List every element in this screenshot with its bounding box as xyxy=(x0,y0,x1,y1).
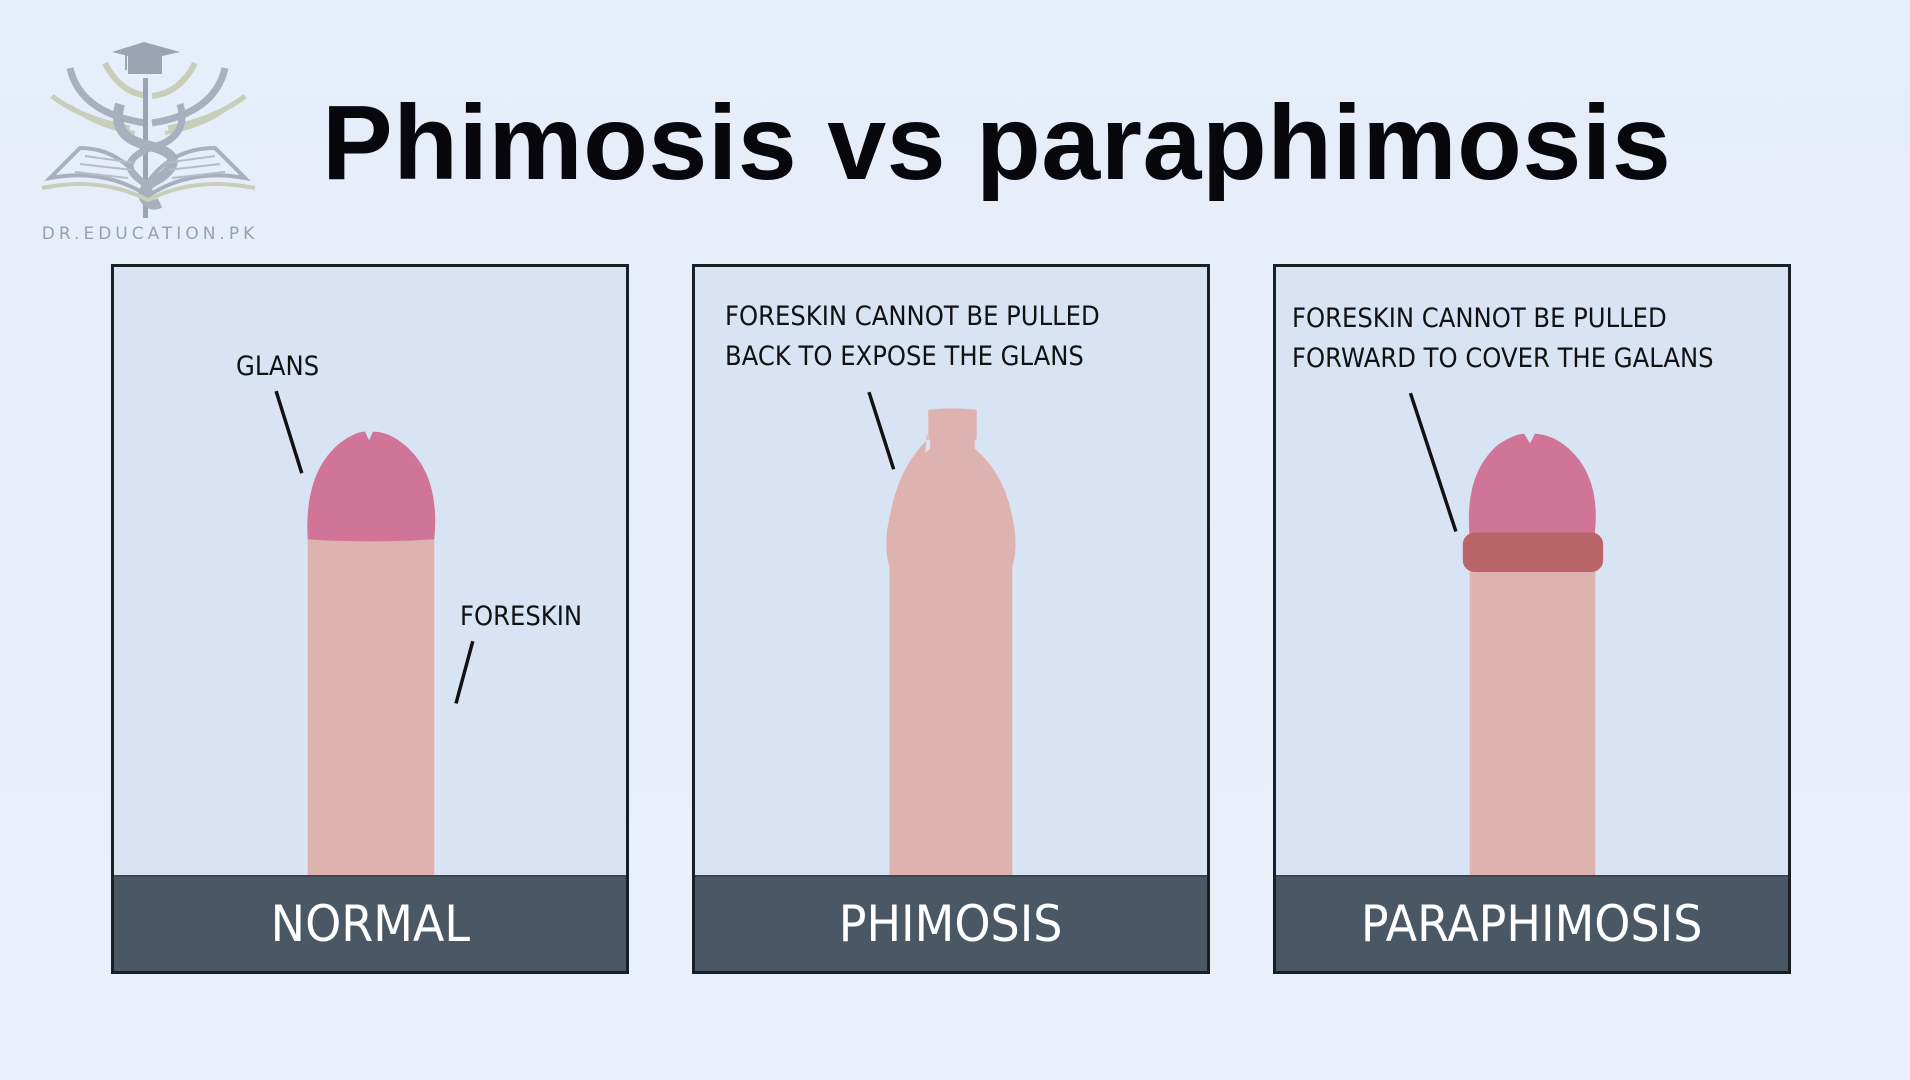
caption-bar: NORMAL xyxy=(114,875,626,971)
brand-logo: DR.EDUCATION.PK xyxy=(40,38,260,248)
caption-bar: PARAPHIMOSIS xyxy=(1276,875,1788,971)
caption-phimosis: PHIMOSIS xyxy=(839,895,1063,953)
paraphimosis-illustration xyxy=(1408,392,1604,880)
phimosis-note-line-2: BACK TO EXPOSE THE GLANS xyxy=(725,341,1084,372)
caption-paraphimosis: PARAPHIMOSIS xyxy=(1361,895,1703,953)
paraphimosis-note-line-1: FORESKIN CANNOT BE PULLED xyxy=(1292,303,1667,334)
panel-phimosis: FORESKIN CANNOT BE PULLED BACK TO EXPOSE… xyxy=(692,264,1210,974)
phimosis-note-line-1: FORESKIN CANNOT BE PULLED xyxy=(725,301,1100,332)
caduceus-graduation-cap-book-icon xyxy=(41,42,256,218)
caption-bar: PHIMOSIS xyxy=(695,875,1207,971)
paraphimosis-note: FORESKIN CANNOT BE PULLED FORWARD TO COV… xyxy=(1292,299,1714,379)
phimosis-pointer-line xyxy=(867,391,896,470)
panel-normal: GLANS FORESKIN NORMAL xyxy=(111,264,629,974)
page-title: Phimosis vs paraphimosis xyxy=(322,84,1672,202)
foreskin-pointer-line xyxy=(454,640,475,704)
glans-pointer-line xyxy=(274,390,304,474)
constriction-ring xyxy=(1462,532,1604,573)
glans-shape xyxy=(1468,433,1596,538)
phimosis-illustration xyxy=(867,391,1016,880)
brand-name: DR.EDUCATION.PK xyxy=(41,224,259,244)
glans-shape xyxy=(307,431,436,542)
label-glans: GLANS xyxy=(236,351,320,382)
label-foreskin: FORESKIN xyxy=(460,601,583,632)
paraphimosis-pointer-line xyxy=(1408,392,1458,533)
paraphimosis-note-line-2: FORWARD TO COVER THE GALANS xyxy=(1292,343,1714,374)
normal-illustration xyxy=(274,390,475,880)
caption-normal: NORMAL xyxy=(270,895,470,953)
panel-paraphimosis: FORESKIN CANNOT BE PULLED FORWARD TO COV… xyxy=(1273,264,1791,974)
phimosis-note: FORESKIN CANNOT BE PULLED BACK TO EXPOSE… xyxy=(725,297,1100,377)
